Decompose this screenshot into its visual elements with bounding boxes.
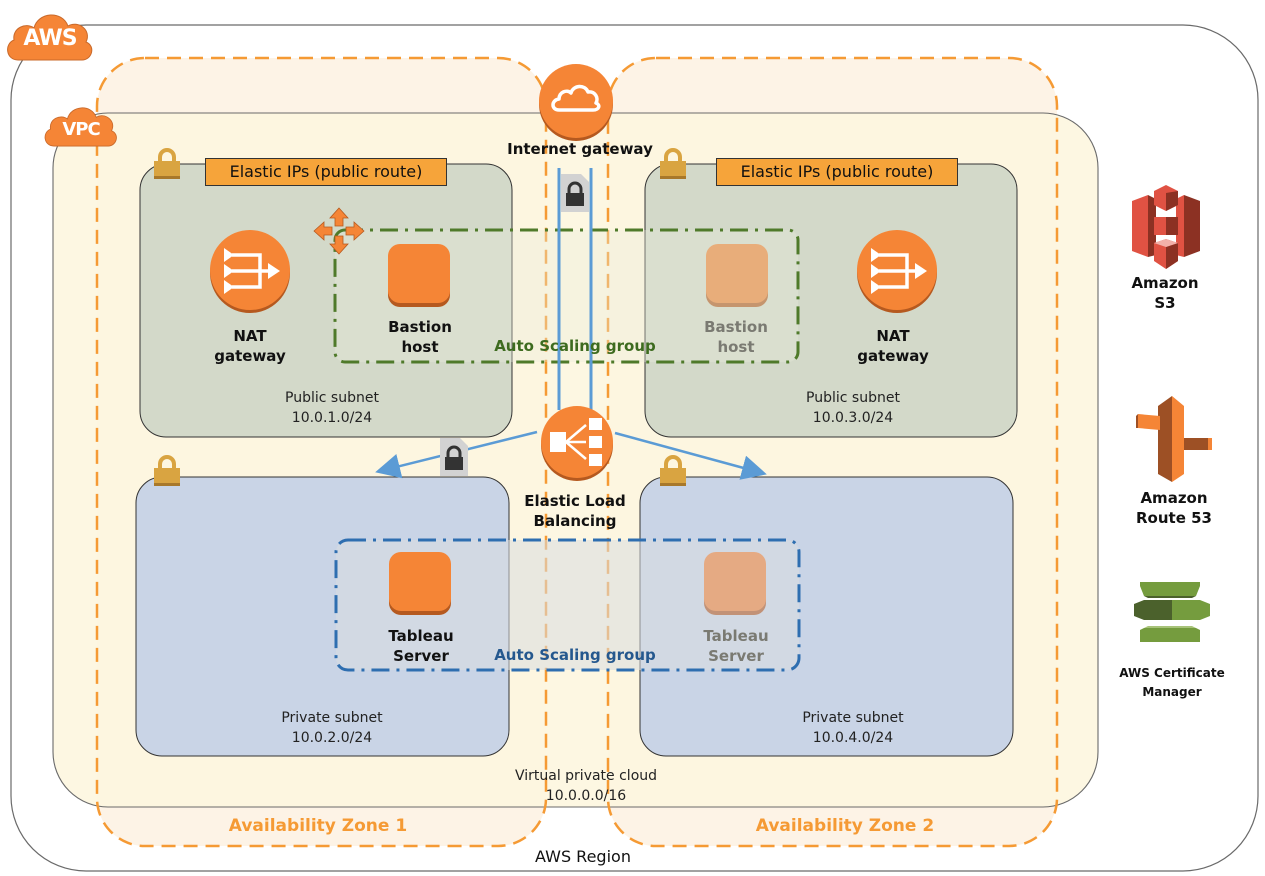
internet-gateway-label: Internet gateway <box>507 140 653 158</box>
availability-zone-2-label: Availability Zone 2 <box>755 816 935 836</box>
internet-gateway-icon <box>539 64 613 141</box>
elastic-ips-label-az2: Elastic IPs (public route) <box>716 158 958 186</box>
subnet-name: Private subnet <box>281 710 383 726</box>
bastion-host-label-2: Bastion host <box>676 317 796 357</box>
tableau-server-label-line1: Tableau <box>703 627 769 645</box>
service-label-line2: Manager <box>1142 685 1202 699</box>
s3-bucket-icon <box>1132 185 1200 269</box>
bastion-host-label-line1: Bastion <box>388 318 452 336</box>
auto-scaling-group-label-private: Auto Scaling group <box>494 646 656 664</box>
aws-region-label: AWS Region <box>535 847 631 866</box>
service-label-line2: S3 <box>1154 294 1176 312</box>
subnet-cidr: 10.0.1.0/24 <box>291 410 373 426</box>
auto-scaling-arrows-icon <box>313 207 365 255</box>
tableau-server-label-line2: Server <box>708 647 764 665</box>
auto-scaling-group-public-boundary <box>333 228 800 364</box>
auto-scaling-group-private-boundary <box>334 538 801 672</box>
nat-gateway-label-line1: NAT <box>876 327 910 345</box>
nat-gateway-label-line1: NAT <box>233 327 267 345</box>
aws-badge-label: AWS <box>23 26 77 51</box>
subnet-name: Public subnet <box>285 390 379 406</box>
subnet-name: Public subnet <box>806 390 900 406</box>
route53-signpost-icon <box>1136 396 1212 482</box>
nat-gateway-label-line2: gateway <box>214 347 286 365</box>
subnet-cidr: 10.0.4.0/24 <box>812 730 894 746</box>
nat-gateway-label-1: NAT gateway <box>190 326 310 366</box>
bastion-host-instance-icon <box>388 244 450 307</box>
security-group-lock-icon <box>660 148 686 179</box>
vpc-badge-label: VPC <box>62 119 100 140</box>
amazon-s3-label: Amazon S3 <box>1105 273 1225 313</box>
ssl-certificate-lock-icon <box>440 438 468 476</box>
private-subnet-label-1: Private subnet 10.0.2.0/24 <box>232 708 432 748</box>
amazon-route53-label: Amazon Route 53 <box>1114 488 1234 528</box>
tableau-server-label-2: Tableau Server <box>676 626 796 666</box>
bastion-host-label-1: Bastion host <box>360 317 480 357</box>
auto-scaling-group-label-public: Auto Scaling group <box>494 337 656 355</box>
tableau-server-instance-icon <box>389 552 451 615</box>
vpc-cloud-icon <box>44 107 117 147</box>
subnet-name: Private subnet <box>802 710 904 726</box>
vpc-cidr: 10.0.0.0/16 <box>545 788 627 804</box>
bastion-host-label-line2: host <box>401 338 439 356</box>
service-label-line1: AWS Certificate <box>1119 666 1225 680</box>
tableau-server-label-line1: Tableau <box>388 627 454 645</box>
service-label-line1: Amazon <box>1140 489 1208 507</box>
security-group-lock-icon <box>154 455 180 486</box>
aws-certificate-manager-label: AWS Certificate Manager <box>1102 664 1242 702</box>
vpc-label: Virtual private cloud 10.0.0.0/16 <box>486 766 686 806</box>
elb-label-line1: Elastic Load <box>524 492 626 510</box>
vpc-name: Virtual private cloud <box>514 768 658 784</box>
elastic-ips-label-az1: Elastic IPs (public route) <box>205 158 447 186</box>
nat-gateway-label-2: NAT gateway <box>833 326 953 366</box>
subnet-cidr: 10.0.2.0/24 <box>291 730 373 746</box>
security-group-lock-icon <box>660 455 686 486</box>
aws-cloud-icon <box>7 14 93 61</box>
nat-gateway-label-line2: gateway <box>857 347 929 365</box>
elb-label-line2: Balancing <box>533 512 617 530</box>
private-subnet-label-2: Private subnet 10.0.4.0/24 <box>753 708 953 748</box>
security-group-lock-icon <box>154 148 180 179</box>
public-subnet-label-2: Public subnet 10.0.3.0/24 <box>753 388 953 428</box>
tableau-server-label-line2: Server <box>393 647 449 665</box>
ssl-certificate-lock-icon <box>561 174 589 212</box>
elastic-load-balancing-label: Elastic Load Balancing <box>495 491 655 531</box>
nat-gateway-icon <box>210 230 290 313</box>
service-label-line1: Amazon <box>1131 274 1199 292</box>
bastion-host-instance-icon <box>706 244 768 307</box>
subnet-cidr: 10.0.3.0/24 <box>812 410 894 426</box>
service-label-line2: Route 53 <box>1136 509 1212 527</box>
public-subnet-label-1: Public subnet 10.0.1.0/24 <box>232 388 432 428</box>
certificate-manager-icon <box>1134 582 1210 642</box>
bastion-host-label-line1: Bastion <box>704 318 768 336</box>
elastic-load-balancer-icon <box>541 406 613 481</box>
tableau-server-instance-icon <box>704 552 766 615</box>
elb-to-private-subnet-2-arrow <box>614 431 767 480</box>
tableau-server-label-1: Tableau Server <box>361 626 481 666</box>
availability-zone-1-label: Availability Zone 1 <box>228 816 408 836</box>
bastion-host-label-line2: host <box>717 338 755 356</box>
nat-gateway-icon <box>857 230 937 313</box>
